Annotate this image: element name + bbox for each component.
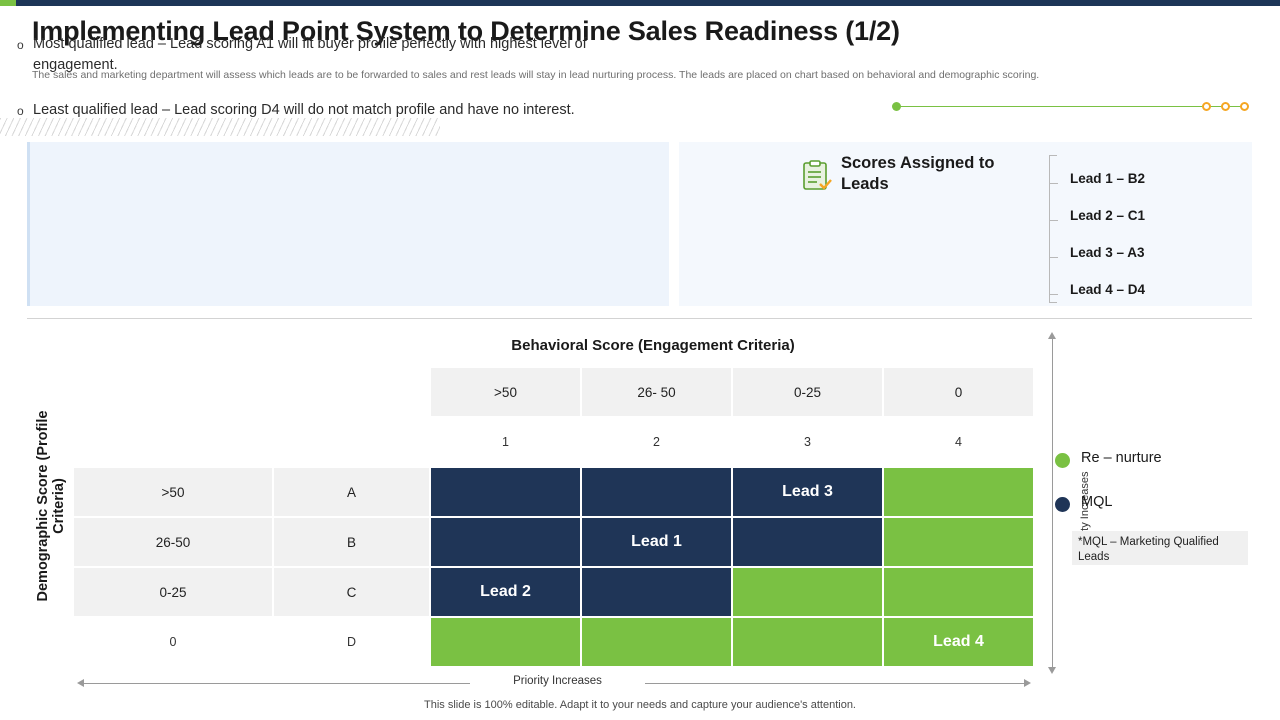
row-header-range: >50 — [72, 466, 274, 518]
matrix-cell[interactable] — [580, 616, 733, 668]
bullet-marker: o — [17, 38, 24, 52]
column-code: 1 — [429, 416, 582, 468]
scores-assigned-panel — [679, 142, 1252, 306]
table-row: 0-25 C Lead 2 — [72, 566, 1035, 618]
column-code: 2 — [580, 416, 733, 468]
legend-label: Re – nurture — [1081, 450, 1162, 466]
matrix-cell-lead-3[interactable]: Lead 3 — [731, 466, 884, 518]
top-bar — [0, 0, 1280, 6]
list-item: o Least qualified lead – Lead scoring D4… — [17, 100, 623, 121]
corner-cell — [72, 416, 274, 468]
matrix-cell-lead-4[interactable]: Lead 4 — [882, 616, 1035, 668]
divider-dot-filled — [892, 102, 901, 111]
matrix-cell-lead-2[interactable]: Lead 2 — [429, 566, 582, 618]
section-divider — [27, 318, 1252, 319]
decorative-divider — [895, 106, 1247, 107]
matrix-side-title: Demographic Score (Profile Criteria) — [35, 410, 67, 602]
bullet-text: Most qualified lead – Lead scoring A1 wi… — [33, 36, 587, 73]
matrix-cell[interactable] — [731, 566, 884, 618]
row-header-code: D — [272, 616, 431, 668]
leads-brace — [1049, 155, 1057, 303]
priority-axis-vertical — [1048, 332, 1056, 674]
lead-tick — [1049, 294, 1058, 295]
matrix-cell[interactable] — [580, 566, 733, 618]
row-header-code: C — [272, 566, 431, 618]
list-item: o Most qualified lead – Lead scoring A1 … — [17, 34, 623, 75]
divider-dot-hollow-2 — [1221, 102, 1230, 111]
divider-dot-hollow-1 — [1202, 102, 1211, 111]
list-item-lead-4: Lead 4 – D4 — [1070, 282, 1146, 297]
slide-footer: This slide is 100% editable. Adapt it to… — [424, 699, 856, 711]
column-header: >50 — [429, 366, 582, 418]
bullet-marker: o — [17, 104, 24, 118]
table-row: >50 A Lead 3 — [72, 466, 1035, 518]
decorative-hatch — [0, 118, 440, 136]
legend-color-swatch-navy — [1055, 497, 1070, 512]
legend-item-mql: MQL — [1055, 494, 1113, 512]
lead-tick — [1049, 257, 1058, 258]
legend-label: MQL — [1081, 494, 1113, 510]
legend-footnote: *MQL – Marketing Qualified Leads — [1072, 531, 1248, 565]
page-title: Implementing Lead Point System to Determ… — [32, 16, 900, 46]
table-row-behavioral-ranges: >50 26- 50 0-25 0 — [72, 366, 1035, 418]
bullet-text: Least qualified lead – Lead scoring D4 w… — [33, 102, 575, 118]
top-bar-accent — [0, 0, 16, 6]
lead-tick — [1049, 183, 1058, 184]
row-header-code: B — [272, 516, 431, 568]
divider-dot-hollow-3 — [1240, 102, 1249, 111]
matrix-cell[interactable] — [882, 466, 1035, 518]
row-header-range: 0-25 — [72, 566, 274, 618]
column-code: 3 — [731, 416, 884, 468]
priority-axis-horizontal-label: Priority Increases — [470, 675, 645, 687]
table-row: 0 D Lead 4 — [72, 616, 1035, 668]
matrix-cell[interactable] — [429, 466, 582, 518]
clipboard-scores-icon — [800, 160, 832, 192]
matrix-cell[interactable] — [731, 616, 884, 668]
column-header: 0-25 — [731, 366, 884, 418]
column-code: 4 — [882, 416, 1035, 468]
table-row: 26-50 B Lead 1 — [72, 516, 1035, 568]
list-item-lead-2: Lead 2 – C1 — [1070, 208, 1146, 223]
lead-scoring-matrix: >50 26- 50 0-25 0 1 2 3 4 >50 A Lead 3 2… — [72, 366, 1035, 668]
corner-cell — [72, 366, 274, 418]
legend-item-renurture: Re – nurture — [1055, 450, 1162, 468]
lead-tick — [1049, 220, 1058, 221]
column-header: 0 — [882, 366, 1035, 418]
row-header-range: 26-50 — [72, 516, 274, 568]
list-item-lead-3: Lead 3 – A3 — [1070, 245, 1145, 260]
column-header: 26- 50 — [580, 366, 733, 418]
scores-assigned-title: Scores Assigned to Leads — [841, 154, 995, 193]
matrix-cell[interactable] — [882, 566, 1035, 618]
page-subtitle: The sales and marketing department will … — [32, 69, 1040, 81]
matrix-cell[interactable] — [429, 516, 582, 568]
corner-cell — [272, 416, 431, 468]
matrix-cell[interactable] — [580, 466, 733, 518]
table-row-behavioral-codes: 1 2 3 4 — [72, 416, 1035, 468]
legend-color-swatch-green — [1055, 453, 1070, 468]
qualified-leads-panel — [27, 142, 669, 306]
matrix-cell-lead-1[interactable]: Lead 1 — [580, 516, 733, 568]
corner-cell — [272, 366, 431, 418]
row-header-code: A — [272, 466, 431, 518]
matrix-top-title: Behavioral Score (Engagement Criteria) — [511, 337, 795, 354]
matrix-cell[interactable] — [429, 616, 582, 668]
list-item-lead-1: Lead 1 – B2 — [1070, 171, 1146, 186]
matrix-cell[interactable] — [731, 516, 884, 568]
row-header-range: 0 — [72, 616, 274, 668]
matrix-cell[interactable] — [882, 516, 1035, 568]
